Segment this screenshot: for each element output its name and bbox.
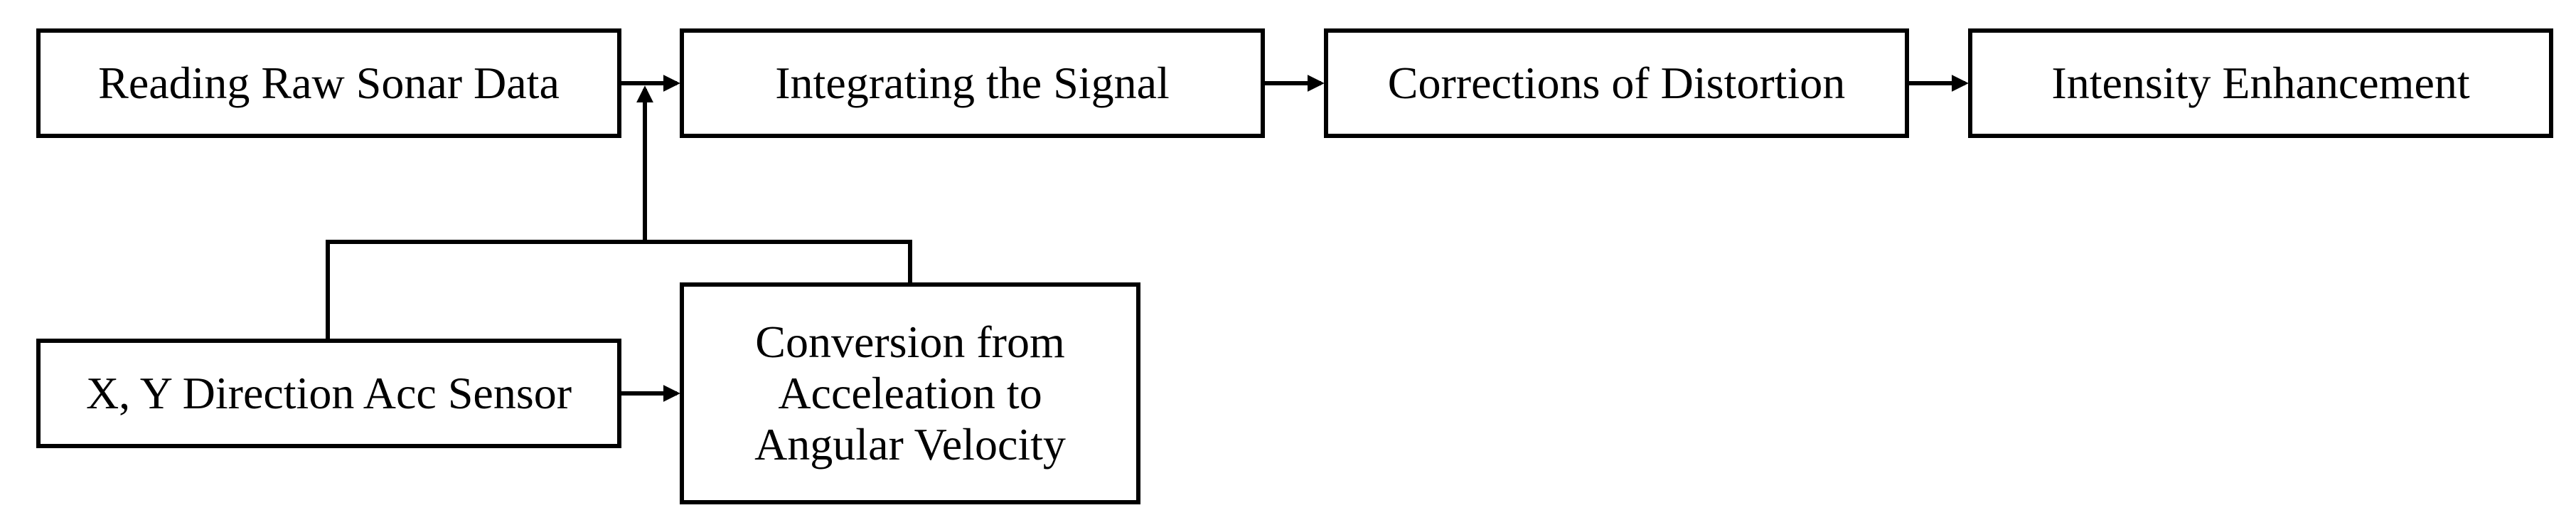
node-conversion: Conversion from Acceleation to Angular V… — [680, 282, 1140, 504]
branch-bracket-line — [326, 240, 912, 339]
node-label: Integrating the Signal — [775, 58, 1170, 109]
node-label: Corrections of Distortion — [1387, 58, 1846, 109]
node-reading-raw-sonar-data: Reading Raw Sonar Data — [36, 28, 621, 138]
node-label: Intensity Enhancement — [2051, 58, 2470, 109]
node-corrections-of-distortion: Corrections of Distortion — [1324, 28, 1909, 138]
node-label-line: Conversion from — [755, 317, 1065, 368]
node-label: X, Y Direction Acc Sensor — [85, 368, 572, 419]
node-label-line: Angular Velocity — [754, 418, 1066, 470]
node-label: Reading Raw Sonar Data — [98, 58, 560, 109]
node-label-line: Acceleation to — [778, 368, 1042, 419]
node-label: Conversion from Acceleation to Angular V… — [754, 317, 1066, 470]
node-integrating-the-signal: Integrating the Signal — [680, 28, 1265, 138]
node-acc-sensor: X, Y Direction Acc Sensor — [36, 339, 621, 448]
node-intensity-enhancement: Intensity Enhancement — [1968, 28, 2553, 138]
